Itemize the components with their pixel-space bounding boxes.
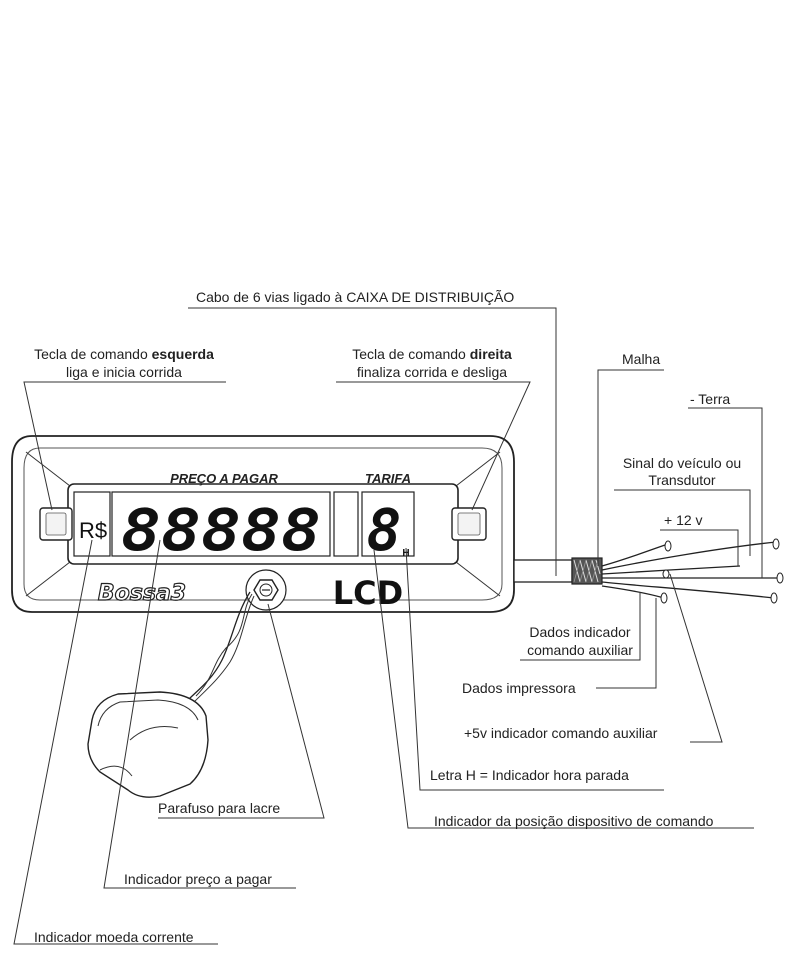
separator-panel: [333, 491, 359, 557]
parafuso-label: Parafuso para lacre: [158, 800, 280, 816]
left-key-desc: liga e inicia corrida: [66, 364, 182, 380]
plus5v-label: +5v indicador comando auxiliar: [464, 725, 658, 741]
currency-symbol: R$: [79, 518, 107, 543]
dados-impressora-label: Dados impressora: [462, 680, 576, 696]
transdutor-label: Transdutor: [648, 472, 716, 488]
currency-panel: [73, 491, 111, 557]
dados-aux-label-2: comando auxiliar: [527, 642, 633, 658]
seal-screw: [245, 569, 287, 611]
terra-label: - Terra: [690, 391, 730, 407]
tariff-panel: [361, 491, 415, 557]
cable-label: Cabo de 6 vias ligado à CAIXA DE DISTRIB…: [196, 289, 514, 305]
indicador-posicao-label: Indicador da posição dispositivo de coma…: [434, 813, 714, 829]
tariff-digit: 8: [367, 496, 402, 564]
cable-wires: [601, 538, 784, 604]
seal-tag: [87, 691, 209, 798]
tarifa-label: TARIFA: [365, 471, 411, 486]
right-command-key[interactable]: [451, 507, 487, 541]
dados-aux-label: Dados indicador: [529, 624, 631, 640]
leader-lines: [13, 307, 763, 945]
right-key-label: Tecla de comando direita: [352, 346, 512, 362]
left-key-label: Tecla de comando esquerda: [34, 346, 214, 362]
cable-sleeve: [513, 557, 603, 585]
price-digits: 88888: [121, 496, 321, 564]
price-panel: [111, 491, 331, 557]
plus12v-label: + 12 v: [664, 512, 703, 528]
seal-wire-twist: [191, 595, 255, 705]
sinal-label: Sinal do veículo ou: [623, 455, 741, 471]
indicador-moeda-label: Indicador moeda corrente: [34, 929, 194, 945]
malha-label: Malha: [622, 351, 660, 367]
seal-wire: [187, 591, 251, 701]
preco-a-pagar-label: PREÇO A PAGAR: [170, 471, 278, 486]
brand-logo: Bossa3: [98, 581, 186, 606]
lcd-logo: LCD: [333, 574, 403, 612]
left-command-key[interactable]: [39, 507, 73, 541]
right-key-desc: finaliza corrida e desliga: [357, 364, 507, 380]
letra-h-label: Letra H = Indicador hora parada: [430, 767, 629, 783]
indicador-preco-label: Indicador preço a pagar: [124, 871, 272, 887]
